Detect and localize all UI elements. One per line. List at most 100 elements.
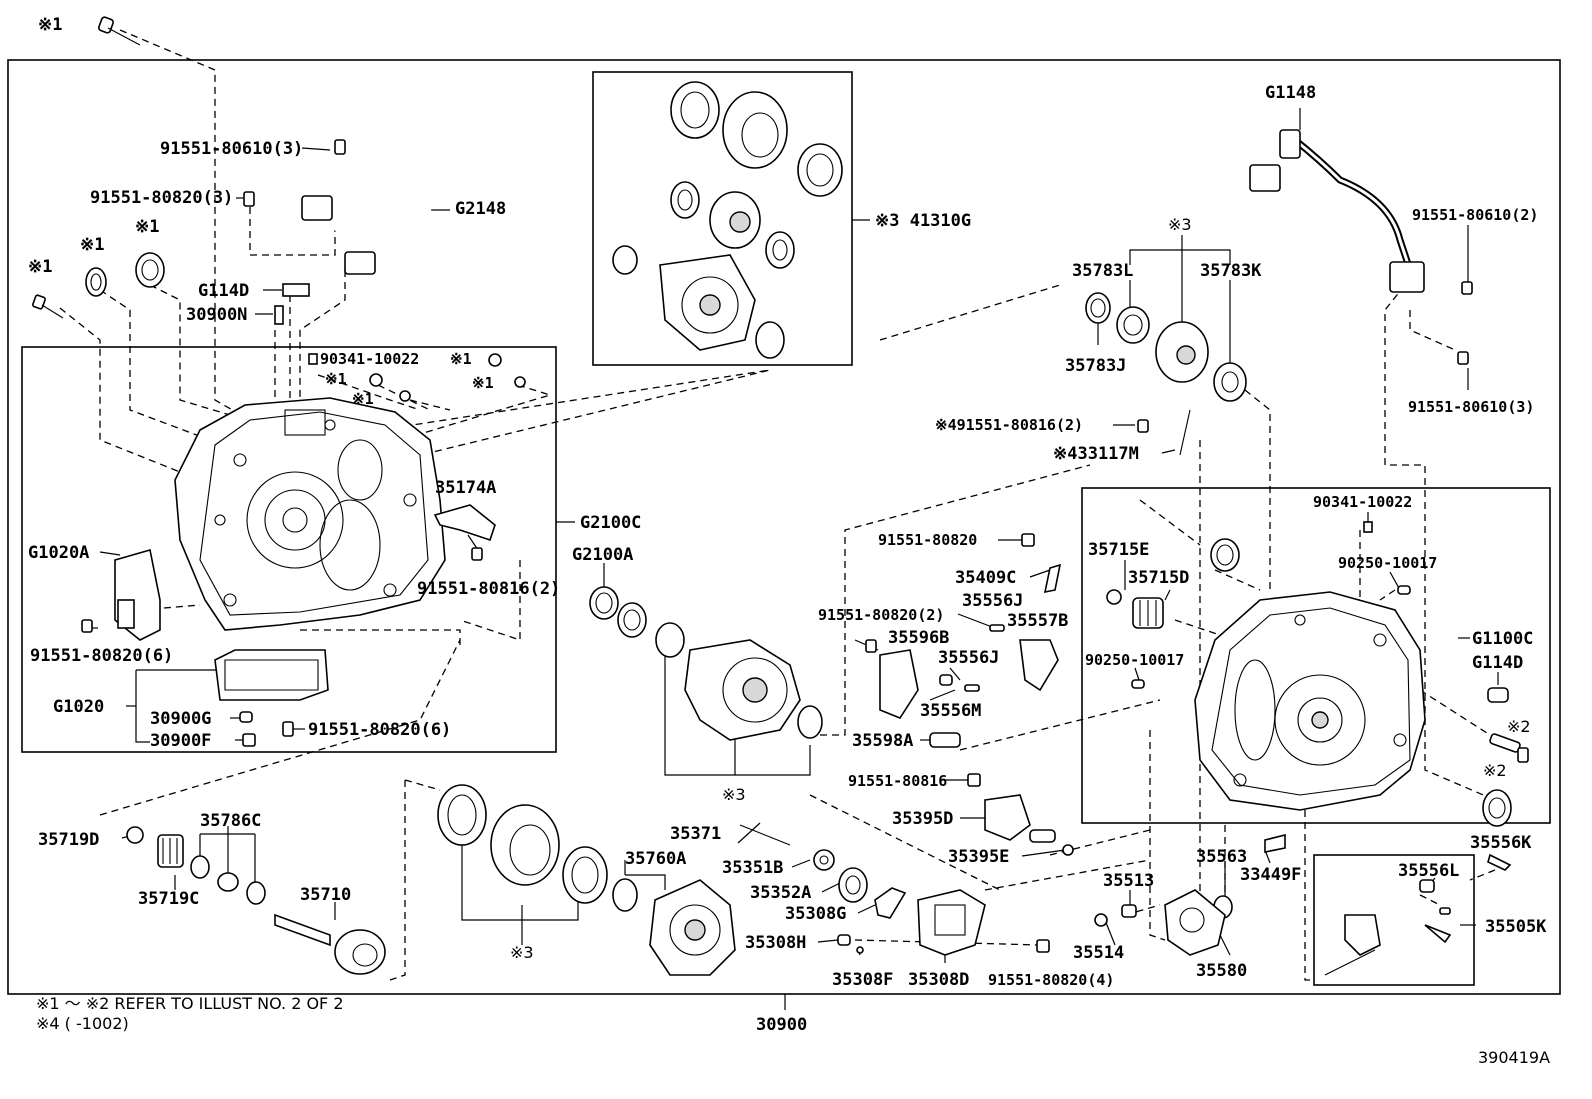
label-68: ※2 [1507, 717, 1531, 736]
label-10: ※1 [450, 350, 472, 368]
label-56: 35556M [920, 701, 981, 721]
bolt-left [32, 294, 64, 319]
harness-g1148 [1249, 129, 1473, 365]
left-case-g2100c [174, 397, 446, 631]
label-3: G2148 [455, 199, 506, 219]
harness-g2148 [243, 139, 432, 275]
tag-g114d [282, 283, 310, 297]
plugs-90341 [308, 353, 526, 402]
label-57: 35598A [852, 731, 913, 751]
label-6: ※1 [135, 217, 159, 237]
label-1: 91551-80610(3) [160, 139, 303, 159]
label-74: 33449F [1240, 865, 1301, 885]
label-5: ※1 [80, 235, 104, 255]
right-case-small-parts [1106, 521, 1529, 827]
selector-parts [865, 533, 1074, 856]
label-73: 35563 [1196, 847, 1247, 867]
gear-35719c [157, 834, 184, 868]
label-9: 90341-10022 [320, 350, 419, 368]
label-60: 35395E [948, 847, 1009, 867]
footnotes: ※1 ～ ※2 REFER TO ILLUST NO. 2 OF 2 ※4 ( … [36, 994, 1550, 1067]
label-31: 35760A [625, 849, 686, 869]
label-18: 91551-80820(6) [30, 646, 173, 666]
label-58: 91551-80816 [848, 772, 947, 790]
label-23: ※3 41310G [875, 211, 971, 231]
label-63: 90341-10022 [1313, 493, 1412, 511]
label-32: 35371 [670, 824, 721, 844]
label-28: 35719C [138, 889, 199, 909]
pin-33117m [1137, 409, 1191, 456]
kit-frame [592, 71, 853, 366]
label-22: 91551-80820(6) [308, 720, 451, 740]
seal-small-left [85, 267, 107, 297]
leader-lines [85, 108, 1499, 963]
bearings-35786c [190, 855, 266, 905]
ring-gear-35760a [649, 879, 736, 976]
label-54: 35596B [888, 628, 949, 648]
label-16: G1020A [28, 543, 89, 563]
part-labels: ※1 91551-80610(3) 91551-80820(3) G2148 ※… [28, 15, 1547, 1035]
label-24: G2100A [572, 545, 633, 565]
label-42: 91551-80610(3) [1408, 398, 1534, 416]
label-4: ※1 [28, 257, 52, 277]
note-1: ※1 ～ ※2 REFER TO ILLUST NO. 2 OF 2 [36, 994, 344, 1013]
label-76: 35514 [1073, 943, 1124, 963]
pin-30900n [274, 305, 284, 325]
label-19: G1020 [53, 697, 104, 717]
lower-right-parts [1094, 833, 1512, 976]
label-12: ※1 [472, 374, 494, 392]
label-25: ※3 [722, 785, 746, 804]
label-38: 35308D [908, 970, 969, 990]
pan-g1020 [214, 649, 329, 747]
label-34: 35352A [750, 883, 811, 903]
left-case-frame [21, 346, 557, 753]
shaft-35710 [274, 913, 386, 975]
detent-frame [1313, 854, 1475, 986]
kit-41310g [612, 81, 843, 359]
label-47: ※491551-80816(2) [935, 416, 1083, 434]
label-43: ※3 [1168, 215, 1192, 234]
label-13: ※1 [352, 390, 374, 408]
label-14: 35174A [435, 478, 496, 498]
label-36: 35308H [745, 933, 806, 953]
label-66: G1100C [1472, 629, 1533, 649]
label-55: 35556J [938, 648, 999, 668]
label-46: 35783J [1065, 356, 1126, 376]
label-41: 91551-80610(2) [1412, 206, 1538, 224]
label-35: 35308G [785, 904, 846, 924]
label-78: 30900 [756, 1015, 807, 1035]
label-61: 35715E [1088, 540, 1149, 560]
label-70: 35556K [1470, 833, 1532, 853]
label-45: 35783K [1200, 261, 1262, 281]
ring-35719d [126, 826, 144, 844]
label-37: 35308F [832, 970, 893, 990]
label-72: 35505K [1485, 917, 1547, 937]
label-26: 35719D [38, 830, 99, 850]
label-52: 35557B [1007, 611, 1068, 631]
label-44: 35783L [1072, 261, 1133, 281]
outer-frame [7, 59, 1561, 995]
label-15: G2100C [580, 513, 641, 533]
label-21: 30900F [150, 731, 211, 751]
label-39: 91551-80820(4) [988, 971, 1114, 989]
label-30: ※3 [510, 943, 534, 962]
parking-parts [739, 824, 1050, 956]
label-48: ※433117M [1053, 444, 1139, 464]
label-7: G114D [198, 281, 249, 301]
label-8: 30900N [186, 305, 247, 325]
label-50: 35409C [955, 568, 1016, 588]
label-33: 35351B [722, 858, 783, 878]
illustration-id: 390419A [1478, 1048, 1550, 1067]
label-20: 30900G [150, 709, 211, 729]
kit-bearings-lower [437, 784, 638, 912]
label-11: ※1 [325, 370, 347, 388]
seals-g2100a [589, 586, 685, 658]
label-51: 35556J [962, 591, 1023, 611]
label-2: 91551-80820(3) [90, 188, 233, 208]
seal-left [135, 252, 165, 288]
label-77: 35580 [1196, 961, 1247, 981]
label-27: 35786C [200, 811, 261, 831]
label-29: 35710 [300, 885, 351, 905]
